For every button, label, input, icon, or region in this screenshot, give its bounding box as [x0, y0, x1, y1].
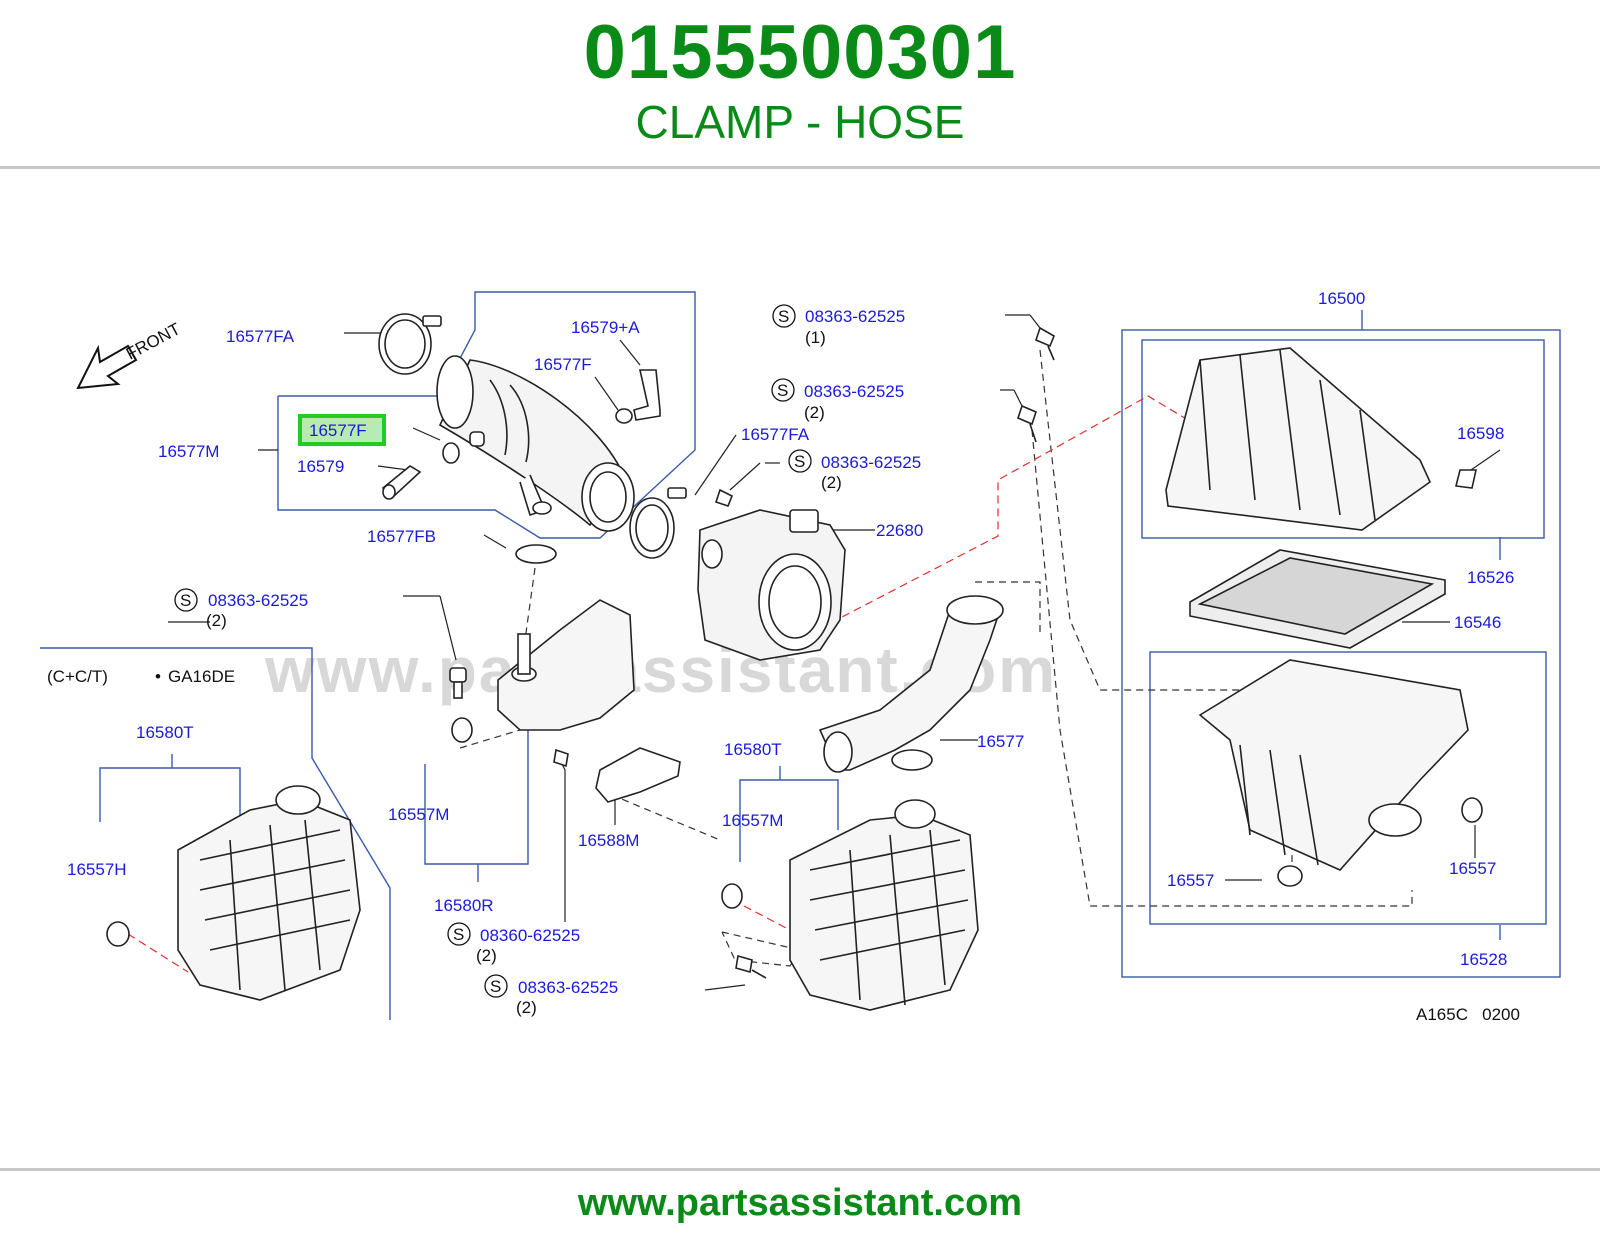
air-hose-16577m — [436, 355, 635, 532]
part-label-16557m-right[interactable]: 16557M — [722, 811, 783, 830]
pipe-16579a — [633, 369, 661, 421]
air-cleaner-cover-16526 — [1165, 347, 1432, 531]
clip-16598 — [1455, 469, 1477, 489]
part-label-16577fb[interactable]: 16577FB — [367, 527, 436, 546]
svg-text:(1): (1) — [805, 328, 826, 347]
part-label-16557m-mid[interactable]: 16557M — [388, 805, 449, 824]
part-number: 0155500301 — [583, 10, 1017, 95]
clamp-16577fb — [515, 544, 557, 564]
svg-text:(2): (2) — [206, 611, 227, 630]
part-label-16579[interactable]: 16579 — [297, 457, 344, 476]
svg-text:S: S — [777, 381, 788, 400]
part-label-16577f-highlighted[interactable]: 16577F — [309, 421, 367, 440]
part-label-16577fa-mid[interactable]: 16577FA — [741, 425, 810, 444]
part-label-16546[interactable]: 16546 — [1454, 613, 1501, 632]
part-label-16577f-upper[interactable]: 16577F — [534, 355, 592, 374]
svg-text:S: S — [794, 452, 805, 471]
grommet-16557m-right — [721, 883, 743, 909]
bolt-icons — [449, 326, 1056, 979]
footer-divider — [0, 1168, 1600, 1171]
svg-text:S: S — [180, 591, 191, 610]
svg-text:08363-62525: 08363-62525 — [208, 591, 308, 610]
part-label-16500[interactable]: 16500 — [1318, 289, 1365, 308]
screw-callout-6[interactable]: S 08363-62525 (2) — [484, 974, 618, 1017]
part-label-16557-left[interactable]: 16557 — [1167, 871, 1214, 890]
air-flow-meter-22680 — [697, 509, 846, 661]
part-label-16557-right[interactable]: 16557 — [1449, 859, 1496, 878]
part-label-16577m[interactable]: 16577M — [158, 442, 219, 461]
engine-label: GA16DE — [168, 667, 235, 686]
grommet-16557-right — [1461, 797, 1483, 823]
part-drawings — [106, 313, 1483, 1011]
highlighted-part-box — [298, 414, 386, 446]
resonator-16580r — [497, 599, 635, 731]
svg-text:S: S — [490, 977, 501, 996]
parts-diagram: www.partsassistant.com — [40, 289, 1561, 1024]
part-label-16557h[interactable]: 16557H — [67, 860, 127, 879]
air-cleaner-case-16528 — [1198, 659, 1469, 871]
svg-text:08363-62525: 08363-62525 — [804, 382, 904, 401]
screw-callout-5[interactable]: S 08360-62525 (2) — [447, 922, 580, 965]
front-label: FRONT — [123, 319, 184, 363]
engine-bullet: • — [155, 667, 161, 686]
svg-text:(2): (2) — [476, 946, 497, 965]
svg-text:(2): (2) — [804, 403, 825, 422]
front-arrow-icon — [76, 344, 138, 390]
grommet-16557h — [106, 921, 130, 947]
screw-callout-4[interactable]: S 08363-62525 (2) — [174, 588, 308, 630]
grommet-16557-left — [1277, 865, 1303, 887]
part-label-16580t-left[interactable]: 16580T — [136, 723, 194, 742]
part-label-16526[interactable]: 16526 — [1467, 568, 1514, 587]
svg-text:(2): (2) — [516, 998, 537, 1017]
page-header: 0155500301 CLAMP - HOSE — [0, 0, 1600, 168]
part-label-16577[interactable]: 16577 — [977, 732, 1024, 751]
svg-text:08363-62525: 08363-62525 — [821, 453, 921, 472]
resonator-16580t-right — [789, 799, 979, 1011]
drawing-code: A165C 0200 — [1416, 1005, 1520, 1024]
part-label-16579a[interactable]: 16579+A — [571, 318, 640, 337]
part-label-16577fa-top[interactable]: 16577FA — [226, 327, 295, 346]
svg-text:S: S — [453, 925, 464, 944]
footer-url[interactable]: www.partsassistant.com — [577, 1182, 1023, 1224]
screw-callouts: S 08363-62525 (1) S 08363-62525 (2) S 08… — [174, 304, 921, 1017]
screw-callout-2[interactable]: S 08363-62525 (2) — [771, 378, 904, 422]
air-duct-16577 — [818, 595, 1004, 773]
red-dashed-connections — [127, 395, 1189, 973]
grommet-16557m-mid — [451, 717, 473, 743]
part-labels: 16577FA 16579+A 16577F 16577F 16577M 165… — [67, 289, 1514, 969]
svg-text:S: S — [778, 307, 789, 326]
part-label-16580r[interactable]: 16580R — [434, 896, 494, 915]
part-label-16598[interactable]: 16598 — [1457, 424, 1504, 443]
svg-text:08360-62525: 08360-62525 — [480, 926, 580, 945]
air-filter-16546 — [1189, 549, 1446, 649]
variant-label: (C+C/T) — [47, 667, 108, 686]
clamp-16577f — [442, 442, 460, 464]
part-label-16528[interactable]: 16528 — [1460, 950, 1507, 969]
bracket-16588m — [595, 747, 681, 803]
screw-callout-3[interactable]: S 08363-62525 (2) — [788, 449, 921, 492]
svg-text:(2): (2) — [821, 473, 842, 492]
part-name: CLAMP - HOSE — [635, 96, 965, 148]
header-divider — [0, 166, 1600, 169]
svg-text:08363-62525: 08363-62525 — [805, 307, 905, 326]
grouping-lines — [40, 291, 1561, 1020]
part-label-16588m[interactable]: 16588M — [578, 831, 639, 850]
svg-text:08363-62525: 08363-62525 — [518, 978, 618, 997]
screw-callout-1[interactable]: S 08363-62525 (1) — [772, 304, 905, 347]
clamp-16577f-upper — [615, 408, 633, 424]
part-label-16580t-right[interactable]: 16580T — [724, 740, 782, 759]
part-label-22680[interactable]: 22680 — [876, 521, 923, 540]
resonator-16580t-left — [177, 785, 361, 1001]
